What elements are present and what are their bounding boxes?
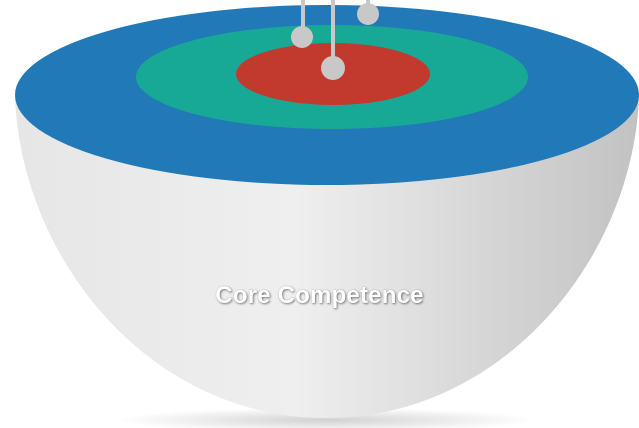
core-competence-label: Core Competence	[215, 282, 424, 309]
pin-right	[357, 0, 379, 25]
bowl-body	[15, 98, 639, 418]
bowl-shadow	[116, 408, 536, 428]
pin-left	[291, 0, 313, 48]
pin-center	[321, 0, 345, 80]
